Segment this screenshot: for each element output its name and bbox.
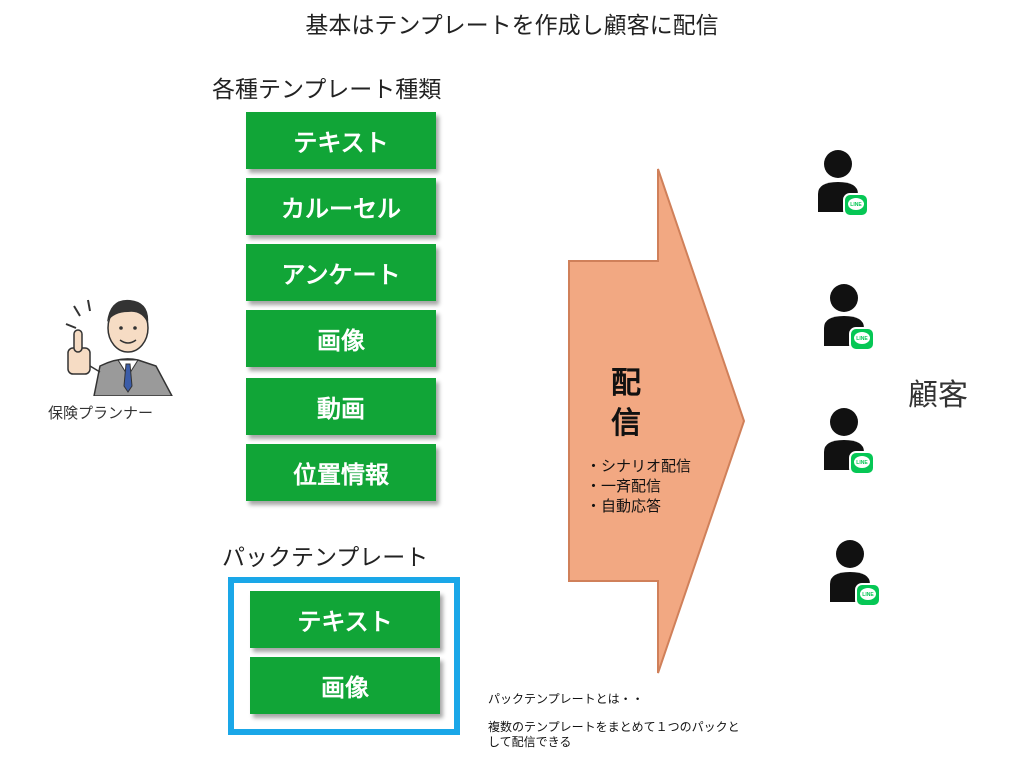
delivery-bullet-auto-reply: ・自動応答: [586, 497, 662, 515]
delivery-bullet-scenario: ・シナリオ配信: [586, 457, 692, 475]
pack-template-frame: [228, 577, 460, 735]
template-item-text: テキスト: [246, 112, 436, 169]
template-types-heading: 各種テンプレート種類: [212, 77, 442, 103]
planner-label: 保険プランナー: [48, 404, 154, 422]
person-icon: LINE: [830, 540, 881, 607]
delivery-label-2: 信: [611, 406, 641, 441]
person-icon: LINE: [824, 408, 875, 475]
line-badge-text: LINE: [850, 202, 862, 208]
person-icon: LINE: [824, 284, 875, 351]
customer-label: 顧客: [908, 378, 968, 413]
template-item-survey: アンケート: [246, 244, 436, 301]
line-badge-text: LINE: [856, 460, 868, 466]
pack-item-text: テキスト: [250, 591, 440, 648]
template-item-image: 画像: [246, 310, 436, 367]
insurance-planner-illustration: [65, 299, 173, 396]
pack-note-line-1: 複数のテンプレートをまとめて１つのパックと: [488, 720, 740, 734]
delivery-bullets: ・シナリオ配信 ・一斉配信 ・自動応答: [586, 456, 691, 516]
delivery-arrow: [568, 168, 746, 674]
person-icon: LINE: [818, 150, 869, 217]
pack-note-heading: パックテンプレートとは・・: [488, 692, 644, 706]
pack-note-line-2: して配信できる: [488, 735, 572, 749]
customer-person-icon: LINE: [828, 538, 884, 608]
line-badge-text: LINE: [862, 592, 874, 598]
delivery-bullet-broadcast: ・一斉配信: [586, 477, 662, 495]
customer-person-icon: LINE: [822, 406, 878, 476]
template-item-video: 動画: [246, 378, 436, 435]
template-item-location: 位置情報: [246, 444, 436, 501]
page-title: 基本はテンプレートを作成し顧客に配信: [305, 13, 719, 39]
customer-person-icon: LINE: [822, 282, 878, 352]
delivery-label-1: 配: [611, 366, 641, 401]
pack-template-heading: パックテンプレート: [222, 545, 429, 571]
customer-person-icon: LINE: [816, 148, 872, 218]
template-item-carousel: カルーセル: [246, 178, 436, 235]
line-badge-text: LINE: [856, 336, 868, 342]
pack-item-image: 画像: [250, 657, 440, 714]
